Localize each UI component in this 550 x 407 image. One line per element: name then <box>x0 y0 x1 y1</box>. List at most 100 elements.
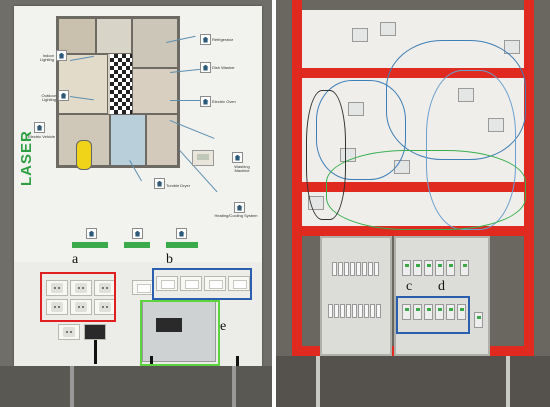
frame-bar <box>292 182 534 192</box>
light-switch <box>180 276 202 291</box>
checkered-floor <box>110 54 132 114</box>
circuit-breaker <box>356 262 361 276</box>
circuit-breaker <box>364 304 369 318</box>
electric-vehicle-icon <box>34 122 45 133</box>
thermostat-device <box>192 150 214 166</box>
din-module <box>446 304 455 320</box>
power-outlet <box>70 299 92 315</box>
green-tag <box>124 242 150 248</box>
indoor-lighting-label: Indoor Lighting <box>39 53 54 62</box>
power-outlet <box>46 299 68 315</box>
tumble-dryer-label: Tumble Dryer <box>166 183 191 188</box>
circuit-breaker <box>362 262 367 276</box>
mark-b-box <box>152 268 252 300</box>
house-floorplan <box>56 16 180 168</box>
electric-oven-icon <box>200 96 211 107</box>
home-icon <box>86 228 97 239</box>
wire-bundle <box>306 90 346 220</box>
outdoor-lighting-icon <box>58 90 69 101</box>
stand-leg <box>70 366 74 407</box>
mark-c-box <box>396 296 470 334</box>
room <box>146 114 178 166</box>
outdoor-lighting-label: Outdoor Lighting <box>41 93 56 102</box>
frame-bar <box>292 226 534 236</box>
stand-leg <box>506 356 510 407</box>
label-d: d <box>438 279 445 294</box>
electronic-device <box>156 318 182 332</box>
refrigerator-label: Refrigerator <box>212 37 234 42</box>
circuit-breaker <box>374 262 379 276</box>
connector-line <box>170 100 202 101</box>
circuit-breaker <box>352 304 357 318</box>
washing-machine-label: Washing Machine <box>234 164 250 173</box>
wire-bundle <box>326 150 526 230</box>
right-photo-rear-panel: c d <box>276 0 550 407</box>
distribution-cabinet-left <box>320 236 392 356</box>
power-outlet <box>58 324 80 340</box>
electric-oven-label: Electric Oven <box>212 99 236 104</box>
brand-logo: LASER <box>18 130 35 186</box>
heating-cooling-label: Heating/Cooling System <box>214 213 258 218</box>
din-module <box>424 304 433 320</box>
label-c: c <box>406 279 413 294</box>
light-switch <box>204 276 226 291</box>
junction-box <box>380 22 396 36</box>
label-e: e <box>220 319 227 334</box>
power-outlet <box>46 280 68 296</box>
electric-vehicle-label: Electric Vehicle <box>28 134 56 139</box>
circuit-breaker <box>334 304 339 318</box>
din-module <box>457 304 466 320</box>
junction-box <box>352 28 368 42</box>
label-a: a <box>72 252 79 267</box>
circuit-breaker <box>370 304 375 318</box>
circuit-breaker <box>328 304 333 318</box>
mark-e-box <box>140 300 220 366</box>
power-cable <box>94 340 97 364</box>
stand-leg <box>316 356 320 407</box>
circuit-breaker <box>332 262 337 276</box>
din-module <box>413 260 422 276</box>
room <box>58 54 108 114</box>
light-switch <box>228 276 250 291</box>
stand-leg <box>232 366 236 407</box>
frame-post-left <box>292 0 302 356</box>
frame-post-right <box>524 0 534 356</box>
plugged-adapter <box>84 324 106 340</box>
room <box>58 18 96 54</box>
green-tag <box>72 242 108 248</box>
left-photo-front-panel: Refrigerator Dish Washer Electric Oven W… <box>0 0 272 407</box>
dish-washer-icon <box>200 62 211 73</box>
room <box>96 18 132 54</box>
din-module <box>435 304 444 320</box>
din-module <box>446 260 455 276</box>
din-module <box>402 260 411 276</box>
power-outlet <box>70 280 92 296</box>
circuit-breaker <box>368 262 373 276</box>
indoor-lighting-icon <box>56 50 67 61</box>
din-module <box>435 260 444 276</box>
circuit-breaker <box>350 262 355 276</box>
junction-box <box>504 40 520 54</box>
circuit-breaker <box>346 304 351 318</box>
din-module <box>424 260 433 276</box>
tumble-dryer-icon <box>154 178 165 189</box>
room <box>132 18 178 68</box>
circuit-breaker <box>340 304 345 318</box>
circuit-breaker <box>344 262 349 276</box>
din-module <box>460 260 469 276</box>
label-b: b <box>166 252 173 267</box>
circuit-breaker <box>338 262 343 276</box>
light-switch <box>132 280 154 295</box>
home-icon <box>176 228 187 239</box>
din-module <box>402 304 411 320</box>
din-module <box>474 312 483 328</box>
dish-washer-label: Dish Washer <box>212 65 235 70</box>
refrigerator-icon <box>200 34 211 45</box>
floor <box>276 356 550 407</box>
circuit-breaker <box>358 304 363 318</box>
home-icon <box>132 228 143 239</box>
light-switch <box>156 276 178 291</box>
heating-cooling-icon <box>234 202 245 213</box>
din-module <box>413 304 422 320</box>
washing-machine-icon <box>232 152 243 163</box>
